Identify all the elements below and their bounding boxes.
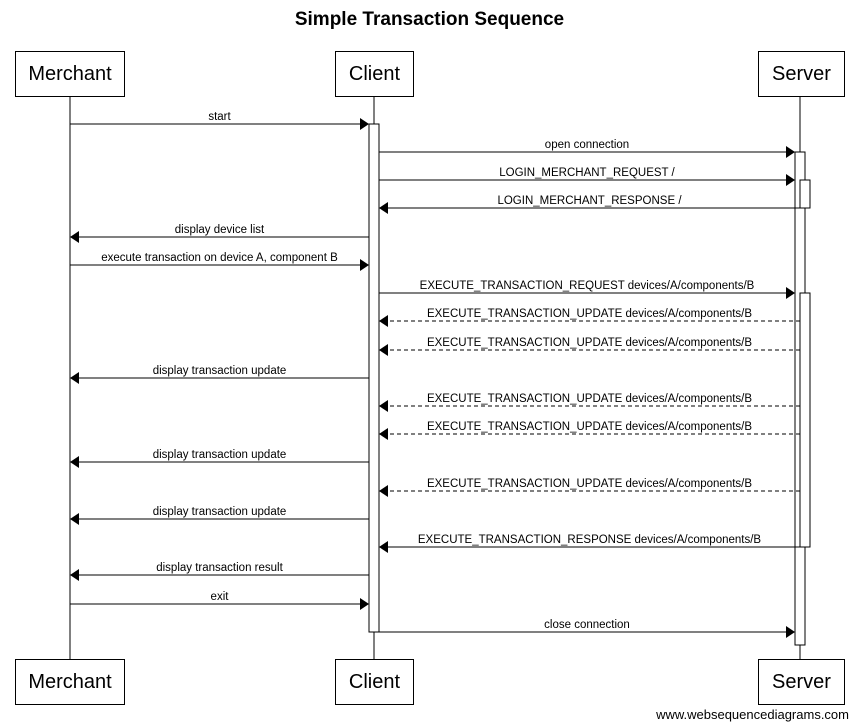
- message-6: execute transaction on device A, compone…: [70, 252, 369, 271]
- message-10: display transaction update: [70, 365, 369, 384]
- message-7: EXECUTE_TRANSACTION_REQUEST devices/A/co…: [379, 280, 795, 299]
- message-label: exit: [211, 591, 230, 603]
- message-12: EXECUTE_TRANSACTION_UPDATE devices/A/com…: [379, 421, 800, 440]
- message-label: EXECUTE_TRANSACTION_UPDATE devices/A/com…: [427, 393, 752, 405]
- message-18: exit: [70, 591, 369, 610]
- message-label: EXECUTE_TRANSACTION_UPDATE devices/A/com…: [427, 421, 752, 433]
- message-label: LOGIN_MERCHANT_REQUEST /: [499, 167, 675, 179]
- arrowhead: [786, 626, 795, 638]
- arrowhead: [70, 513, 79, 525]
- message-label: display transaction update: [153, 449, 287, 461]
- message-label: EXECUTE_TRANSACTION_RESPONSE devices/A/c…: [418, 534, 762, 546]
- arrowhead: [786, 146, 795, 158]
- participant-merchant-bottom: Merchant: [15, 659, 125, 705]
- arrowhead: [379, 400, 388, 412]
- message-16: EXECUTE_TRANSACTION_RESPONSE devices/A/c…: [379, 534, 800, 553]
- message-label: display device list: [175, 224, 265, 236]
- arrowhead: [70, 569, 79, 581]
- participant-merchant-top: Merchant: [15, 51, 125, 97]
- participant-server-top: Server: [758, 51, 845, 97]
- message-label: LOGIN_MERCHANT_RESPONSE /: [497, 195, 682, 207]
- message-19: close connection: [379, 619, 795, 638]
- message-label: start: [208, 111, 231, 123]
- arrowhead: [70, 372, 79, 384]
- arrowhead: [379, 202, 388, 214]
- message-4: LOGIN_MERCHANT_RESPONSE /: [379, 195, 800, 214]
- message-label: open connection: [545, 139, 629, 151]
- participant-client-bottom: Client: [335, 659, 414, 705]
- activation-bar-server-login: [799, 179, 811, 209]
- arrowhead: [379, 344, 388, 356]
- arrowhead: [70, 231, 79, 243]
- arrowhead: [360, 259, 369, 271]
- message-13: display transaction update: [70, 449, 369, 468]
- arrowhead: [379, 315, 388, 327]
- watermark-text: www.websequencediagrams.com: [656, 707, 849, 722]
- message-label: execute transaction on device A, compone…: [101, 252, 338, 264]
- arrowhead: [786, 174, 795, 186]
- message-8: EXECUTE_TRANSACTION_UPDATE devices/A/com…: [379, 308, 800, 327]
- message-label: close connection: [544, 619, 630, 631]
- message-11: EXECUTE_TRANSACTION_UPDATE devices/A/com…: [379, 393, 800, 412]
- message-label: display transaction update: [153, 506, 287, 518]
- arrowhead: [360, 118, 369, 130]
- message-label: display transaction update: [153, 365, 287, 377]
- message-14: EXECUTE_TRANSACTION_UPDATE devices/A/com…: [379, 478, 800, 497]
- message-label: EXECUTE_TRANSACTION_UPDATE devices/A/com…: [427, 337, 752, 349]
- message-label: display transaction result: [156, 562, 283, 574]
- message-9: EXECUTE_TRANSACTION_UPDATE devices/A/com…: [379, 337, 800, 356]
- arrowhead: [786, 287, 795, 299]
- message-1: start: [70, 111, 369, 130]
- message-17: display transaction result: [70, 562, 369, 581]
- message-label: EXECUTE_TRANSACTION_UPDATE devices/A/com…: [427, 478, 752, 490]
- activation-bar-client: [368, 123, 380, 633]
- message-5: display device list: [70, 224, 369, 243]
- activation-bar-server-transaction: [799, 292, 811, 548]
- arrowhead: [70, 456, 79, 468]
- arrowhead: [379, 541, 388, 553]
- arrowhead: [379, 485, 388, 497]
- message-3: LOGIN_MERCHANT_REQUEST /: [379, 167, 795, 186]
- participant-server-bottom: Server: [758, 659, 845, 705]
- message-label: EXECUTE_TRANSACTION_REQUEST devices/A/co…: [420, 280, 755, 292]
- participant-client-top: Client: [335, 51, 414, 97]
- message-2: open connection: [379, 139, 795, 158]
- arrowhead: [379, 428, 388, 440]
- diagram-title: Simple Transaction Sequence: [294, 9, 565, 30]
- arrowhead: [360, 598, 369, 610]
- message-label: EXECUTE_TRANSACTION_UPDATE devices/A/com…: [427, 308, 752, 320]
- message-15: display transaction update: [70, 506, 369, 525]
